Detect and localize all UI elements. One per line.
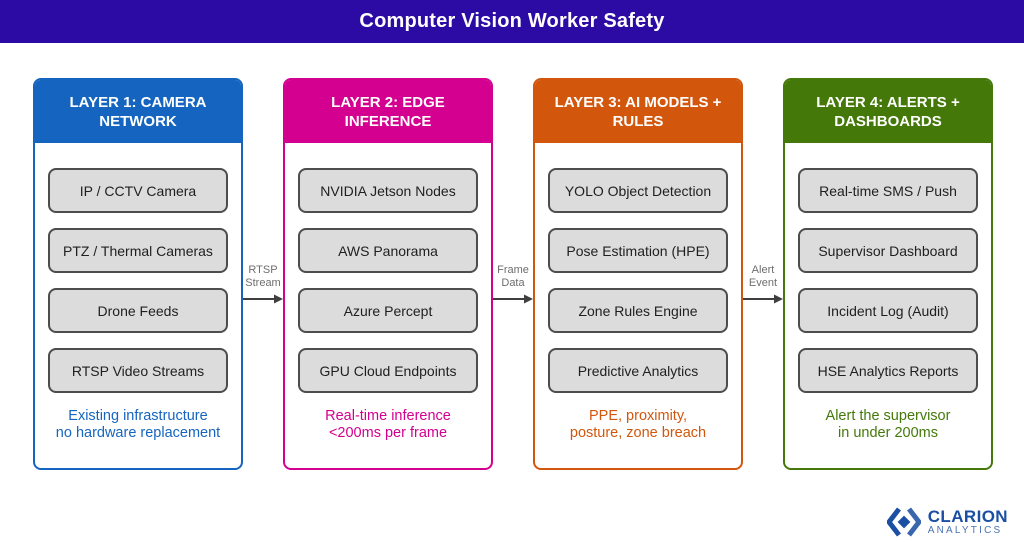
- clarion-analytics-logo: CLARION ANALYTICS: [886, 507, 1008, 537]
- layer2-item-0: NVIDIA Jetson Nodes: [298, 168, 478, 213]
- title-bar: Computer Vision Worker Safety: [0, 0, 1024, 43]
- diamond-chevron-icon: [886, 507, 921, 537]
- layer1-footer-line1: Existing infrastructure: [68, 408, 208, 424]
- layer4-item-1: Supervisor Dashboard: [798, 228, 978, 273]
- arrow-right-icon: [743, 294, 783, 304]
- page-title: Computer Vision Worker Safety: [359, 10, 665, 32]
- logo-brand: CLARION: [927, 506, 1008, 526]
- connector-frame-data: Frame Data: [493, 78, 533, 470]
- layer3-items: YOLO Object Detection Pose Estimation (H…: [535, 143, 741, 393]
- layer3-column: LAYER 3: AI MODELS + RULES YOLO Object D…: [533, 78, 743, 470]
- layer3-header: LAYER 3: AI MODELS + RULES: [535, 80, 741, 143]
- layer1-footer-line2: no hardware replacement: [55, 425, 221, 441]
- layer3-item-3: Predictive Analytics: [548, 348, 728, 393]
- layer4-header: LAYER 4: ALERTS + DASHBOARDS: [785, 80, 991, 143]
- layer4-items: Real-time SMS / Push Supervisor Dashboar…: [785, 143, 991, 393]
- layer1-item-2: Drone Feeds: [48, 288, 228, 333]
- layer2-column: LAYER 2: EDGE INFERENCE NVIDIA Jetson No…: [283, 78, 493, 470]
- layer2-item-2: Azure Percept: [298, 288, 478, 333]
- layer3-footer-line1: PPE, proximity,: [588, 408, 688, 424]
- layer4-column: LAYER 4: ALERTS + DASHBOARDS Real-time S…: [783, 78, 993, 470]
- layer2-items: NVIDIA Jetson Nodes AWS Panorama Azure P…: [285, 143, 491, 393]
- connector-rtsp-stream: RTSP Stream: [243, 78, 283, 470]
- layer4-item-2: Incident Log (Audit): [798, 288, 978, 333]
- layer1-item-0: IP / CCTV Camera: [48, 168, 228, 213]
- layer1-items: IP / CCTV Camera PTZ / Thermal Cameras D…: [35, 143, 241, 393]
- connector-alert-event-label: Alert Event: [748, 264, 778, 289]
- logo-text: CLARION ANALYTICS: [928, 508, 1008, 537]
- layer1-item-1: PTZ / Thermal Cameras: [48, 228, 228, 273]
- layer3-item-1: Pose Estimation (HPE): [548, 228, 728, 273]
- layer4-footer-line2: in under 200ms: [838, 425, 938, 441]
- layer4-item-3: HSE Analytics Reports: [798, 348, 978, 393]
- layer3-item-2: Zone Rules Engine: [548, 288, 728, 333]
- layer3-footer-line2: posture, zone breach: [569, 425, 707, 441]
- connector-alert-event: Alert Event: [743, 78, 783, 470]
- layer1-footer: Existing infrastructure no hardware repl…: [35, 408, 241, 442]
- connector-frame-data-label: Frame Data: [497, 264, 529, 289]
- layer2-footer-line1: Real-time inference: [325, 408, 451, 424]
- layer2-footer-line2: <200ms per frame: [328, 425, 448, 441]
- layer4-footer: Alert the supervisor in under 200ms: [785, 408, 991, 442]
- layer2-item-1: AWS Panorama: [298, 228, 478, 273]
- layer1-column: LAYER 1: CAMERA NETWORK IP / CCTV Camera…: [33, 78, 243, 470]
- arrow-right-icon: [243, 294, 283, 304]
- layer2-header: LAYER 2: EDGE INFERENCE: [285, 80, 491, 143]
- layer4-item-0: Real-time SMS / Push: [798, 168, 978, 213]
- layer3-footer: PPE, proximity, posture, zone breach: [535, 408, 741, 442]
- arrow-right-icon: [493, 294, 533, 304]
- layer1-item-3: RTSP Video Streams: [48, 348, 228, 393]
- layer3-item-0: YOLO Object Detection: [548, 168, 728, 213]
- layer4-footer-line1: Alert the supervisor: [825, 408, 951, 424]
- layer2-item-3: GPU Cloud Endpoints: [298, 348, 478, 393]
- architecture-diagram: LAYER 1: CAMERA NETWORK IP / CCTV Camera…: [0, 43, 1024, 470]
- layer2-footer: Real-time inference <200ms per frame: [285, 408, 491, 442]
- layer1-header: LAYER 1: CAMERA NETWORK: [35, 80, 241, 143]
- logo-subtitle: ANALYTICS: [927, 524, 1003, 536]
- connector-rtsp-stream-label: RTSP Stream: [245, 264, 281, 289]
